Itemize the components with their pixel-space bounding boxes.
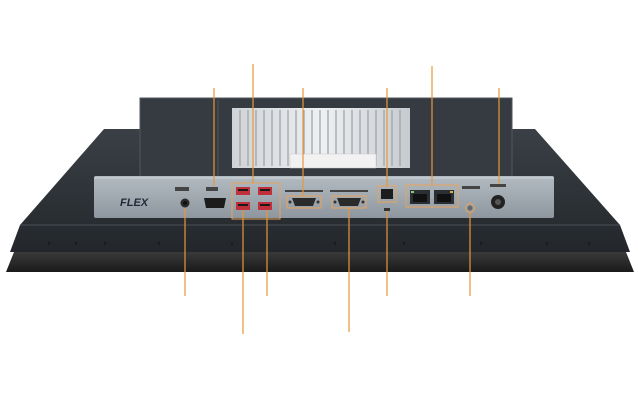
- lan-ports: [405, 184, 459, 208]
- power-button: [462, 186, 480, 213]
- io-plate: [94, 176, 554, 218]
- usb-ports: [231, 182, 281, 220]
- hdmi-port: [204, 187, 226, 208]
- bezel-bottom-edge: [6, 252, 634, 272]
- bezel-vent-marks: [48, 242, 590, 245]
- brand-logo: FLEX: [120, 197, 149, 209]
- com-port-1: [285, 190, 323, 209]
- dc-in-port: [490, 184, 506, 209]
- heatsink: [232, 108, 410, 169]
- audio-jack: [175, 187, 190, 208]
